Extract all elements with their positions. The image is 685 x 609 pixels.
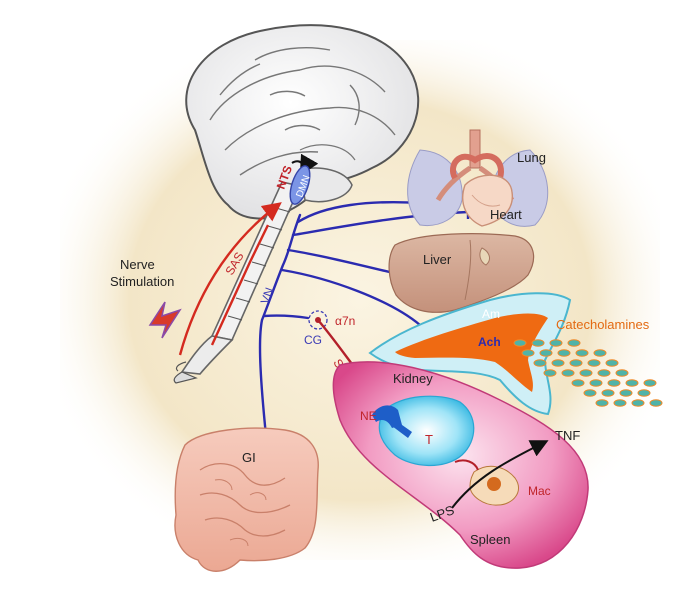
sas-afferent-cord: [210, 224, 270, 346]
catecholamine-granule: [543, 369, 557, 377]
catecholamine-granule: [521, 349, 535, 357]
catecholamine-granule: [625, 379, 639, 387]
catecholamine-granule: [513, 339, 527, 347]
adrenal-gland: [368, 292, 572, 416]
brain: [185, 24, 420, 220]
catecholamine-granule: [551, 359, 565, 367]
lung-label: Lung: [517, 150, 546, 165]
sas-afferent-pathway: [178, 202, 282, 356]
catecholamine-granule: [615, 369, 629, 377]
catecholamine-granule: [567, 339, 581, 347]
catecholamine-granule: [539, 349, 553, 357]
catecholamine-granule: [549, 339, 563, 347]
catecholamine-granule: [631, 399, 645, 407]
nerve-stimulation-label-line1: Nerve: [120, 257, 155, 272]
catecholamine-granule: [597, 369, 611, 377]
tnf-label: TNF: [555, 428, 580, 443]
catecholamine-granule: [583, 389, 597, 397]
lps-to-tnf-arrow: [451, 440, 549, 509]
heart-label: Heart: [490, 207, 522, 222]
catecholamine-granule: [533, 359, 547, 367]
gi-label: GI: [242, 450, 256, 465]
catecholamine-granule: [569, 359, 583, 367]
liver-label: Liver: [423, 252, 452, 267]
lung-heart: [407, 129, 549, 227]
spleen: [332, 361, 589, 569]
catecholamine-granule: [579, 369, 593, 377]
catecholamine-granule: [613, 399, 627, 407]
catecholamine-granule: [557, 349, 571, 357]
catecholamines-label: Catecholamines: [556, 317, 650, 332]
catecholamine-granule: [637, 389, 651, 397]
catecholamine-granule: [587, 359, 601, 367]
kidney-label: Kidney: [393, 371, 433, 386]
vn-label: VN: [258, 286, 277, 306]
am-label: Am: [482, 307, 500, 321]
catecholamine-granule: [589, 379, 603, 387]
a7n-label: α7n: [335, 314, 355, 328]
catecholamine-granule: [605, 359, 619, 367]
catecholamine-granule: [607, 379, 621, 387]
intestines: [174, 427, 319, 572]
catecholamine-granule: [561, 369, 575, 377]
liver: [388, 233, 535, 313]
spleen-label: Spleen: [470, 532, 510, 547]
mac-label: Mac: [528, 484, 551, 498]
catecholamine-granule: [575, 349, 589, 357]
celiac-ganglion: [308, 310, 328, 330]
catecholamine-granule: [595, 399, 609, 407]
catecholamine-granule: [601, 389, 615, 397]
lightning-bolt-icon: [148, 301, 182, 339]
catecholamine-granule: [593, 349, 607, 357]
catecholamine-granules: [513, 339, 663, 407]
dmn-nucleus: [289, 165, 311, 205]
catecholamine-granule: [531, 339, 545, 347]
nerve-stimulation-label-line2: Stimulation: [110, 274, 174, 289]
cg-label: CG: [304, 333, 322, 347]
t-cell-label: T: [425, 432, 433, 447]
catecholamine-granule: [643, 379, 657, 387]
catecholamine-granule: [649, 399, 663, 407]
catecholamine-granule: [571, 379, 585, 387]
catecholamine-granule: [619, 389, 633, 397]
ne-label: NE: [360, 409, 377, 423]
ach-label: Ach: [478, 335, 501, 349]
